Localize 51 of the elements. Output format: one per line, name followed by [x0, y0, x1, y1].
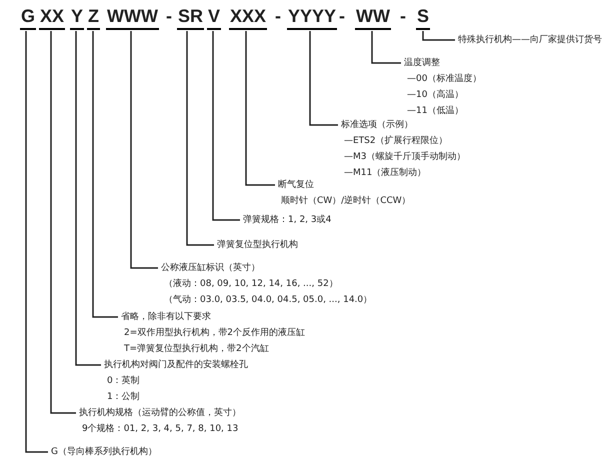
leader-line	[371, 31, 401, 64]
description-line: —M11（液压制动）	[343, 166, 428, 180]
code-segment: SR	[177, 4, 204, 30]
code-segment: XX	[39, 4, 66, 30]
code-segment: Z	[87, 4, 100, 30]
description-heading: 弹簧规格：1, 2, 3或4	[243, 214, 332, 227]
description-heading: 公称液压缸标识（英寸）	[161, 262, 261, 275]
separator-dash: -	[339, 5, 345, 28]
description-line: 0：英制	[106, 374, 141, 388]
description-heading: 执行机构规格（运动臂的公称值，英寸）	[79, 406, 241, 420]
description-line: 顺时针（CW）/逆时针（CCW）	[280, 194, 411, 208]
leader-line	[25, 31, 48, 453]
description-heading: 断气复位	[278, 178, 315, 192]
leader-line	[422, 31, 455, 41]
leader-line	[75, 31, 101, 366]
description-heading: 省略，除非有以下要求	[121, 310, 212, 324]
description-heading: 标准选项（示例）	[341, 118, 414, 132]
leader-line	[309, 31, 338, 126]
code-segment: S	[416, 4, 430, 30]
code-segment: XXX	[229, 4, 268, 30]
separator-dash: -	[166, 5, 172, 28]
description-heading: 特殊执行机构——向厂家提供订货号	[458, 34, 602, 47]
description-line: —00（标准温度）	[406, 72, 482, 86]
code-segment: WW	[355, 4, 391, 30]
code-segment: YYYY	[287, 4, 338, 30]
description-line: 9个规格：01, 2, 3, 4, 5, 7, 8, 10, 13	[81, 422, 240, 436]
description-line: 2=双作用型执行机构，带2个反作用的液压缸	[123, 326, 305, 340]
description-line: —10（高温）	[406, 88, 464, 102]
separator-dash: -	[275, 5, 281, 28]
code-segment: G	[20, 4, 36, 30]
description-heading: 弹簧复位型执行机构	[217, 238, 298, 252]
leader-line	[92, 31, 118, 318]
description-line: —M3（螺旋千斤顶手动制动）	[343, 150, 466, 164]
description-line: （液动：08, 09, 10, 12, 14, 16, ..., 52）	[163, 278, 339, 291]
leader-line	[186, 31, 214, 246]
description-line: T=弹簧复位型执行机构，带2个汽缸	[123, 342, 270, 356]
leader-line	[50, 31, 76, 414]
leader-line	[130, 31, 158, 269]
description-line: （气动：03.0, 03.5, 04.0, 04.5, 05.0, ..., 14.0）	[163, 294, 372, 307]
code-segment: Y	[70, 4, 84, 30]
leader-line	[245, 31, 275, 186]
code-segment: WWW	[106, 4, 159, 30]
separator-dash: -	[400, 5, 406, 28]
description-line: —ETS2（扩展行程限位）	[343, 134, 449, 148]
code-segment: V	[207, 4, 222, 30]
leader-line	[212, 31, 240, 221]
description-heading: 温度调整	[404, 56, 441, 70]
description-line: 1：公制	[106, 390, 141, 404]
description-heading: G（导向棒系列执行机构）	[51, 446, 157, 458]
description-line: —11（低温）	[406, 104, 464, 118]
description-heading: 执行机构对阀门及配件的安装螺栓孔	[104, 358, 248, 372]
